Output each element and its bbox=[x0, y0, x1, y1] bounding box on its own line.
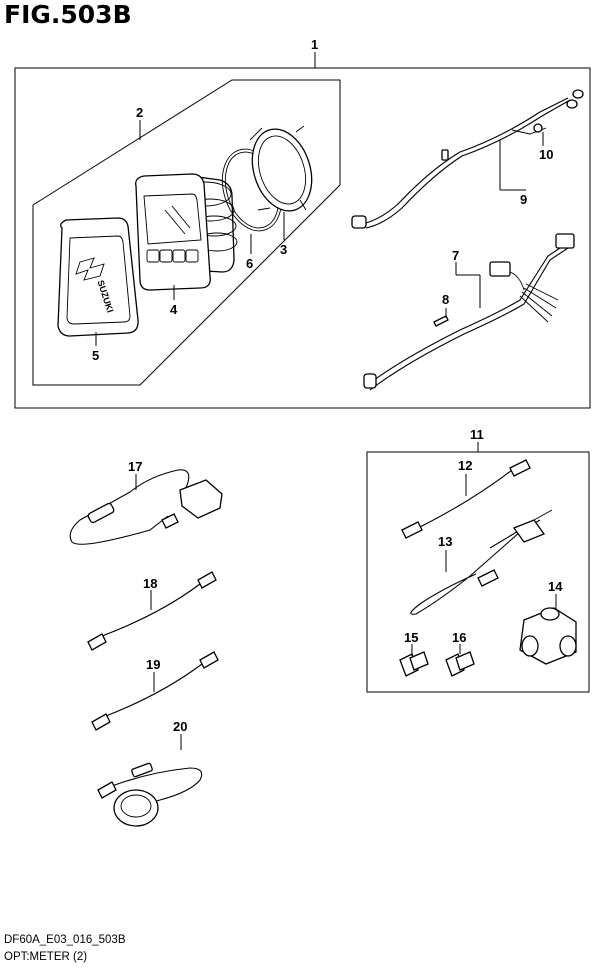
part-number-label: 19 bbox=[146, 657, 160, 672]
part-number-label: 2 bbox=[136, 105, 143, 120]
part-number-label: 10 bbox=[539, 147, 553, 162]
backbone-cable-part-18 bbox=[87, 571, 217, 651]
tee-connector-part-14 bbox=[519, 607, 577, 665]
meter-unit-part-4 bbox=[135, 173, 238, 291]
connector-pin-part-8 bbox=[433, 315, 449, 327]
antenna-cable-part-17 bbox=[69, 469, 223, 545]
part-number-label: 8 bbox=[442, 292, 449, 307]
figure-title: FIG.503B bbox=[4, 0, 132, 29]
part-number-label: 9 bbox=[520, 192, 527, 207]
extension-cable-part-12 bbox=[401, 459, 531, 539]
wiring-harness-part-9 bbox=[351, 89, 584, 229]
group-box-part-1 bbox=[14, 67, 591, 409]
mounting-nut-part-3 bbox=[249, 125, 313, 212]
part-number-label: 6 bbox=[246, 256, 253, 271]
power-cable-part-13 bbox=[410, 509, 553, 615]
terminator-part-16 bbox=[445, 651, 475, 677]
model-code: DF60A_E03_016_503B bbox=[4, 934, 126, 946]
terminator-part-15 bbox=[399, 651, 429, 677]
group-box-part-2 bbox=[32, 79, 341, 386]
part-number-label: 18 bbox=[143, 576, 157, 591]
part-number-label: 15 bbox=[404, 630, 418, 645]
figure-caption: OPT:METER (2) bbox=[4, 951, 88, 963]
part-number-label: 13 bbox=[438, 534, 452, 549]
part-number-label: 20 bbox=[173, 719, 187, 734]
part-number-label: 4 bbox=[170, 302, 178, 317]
part-number-label: 1 bbox=[311, 37, 318, 52]
wiring-harness-part-7 bbox=[363, 233, 575, 391]
part-number-label: 12 bbox=[458, 458, 472, 473]
part-number-label: 11 bbox=[470, 427, 484, 442]
part-number-label: 17 bbox=[128, 459, 142, 474]
part-number-label: 5 bbox=[92, 348, 99, 363]
part-number-label: 3 bbox=[280, 242, 287, 257]
part-number-label: 14 bbox=[548, 579, 563, 594]
drop-cable-part-19 bbox=[91, 651, 219, 731]
sensor-cable-part-20 bbox=[97, 762, 203, 827]
part-number-label: 16 bbox=[452, 630, 466, 645]
meter-cover-part-5: SUZUKI bbox=[57, 217, 139, 337]
part-number-label: 7 bbox=[452, 248, 459, 263]
